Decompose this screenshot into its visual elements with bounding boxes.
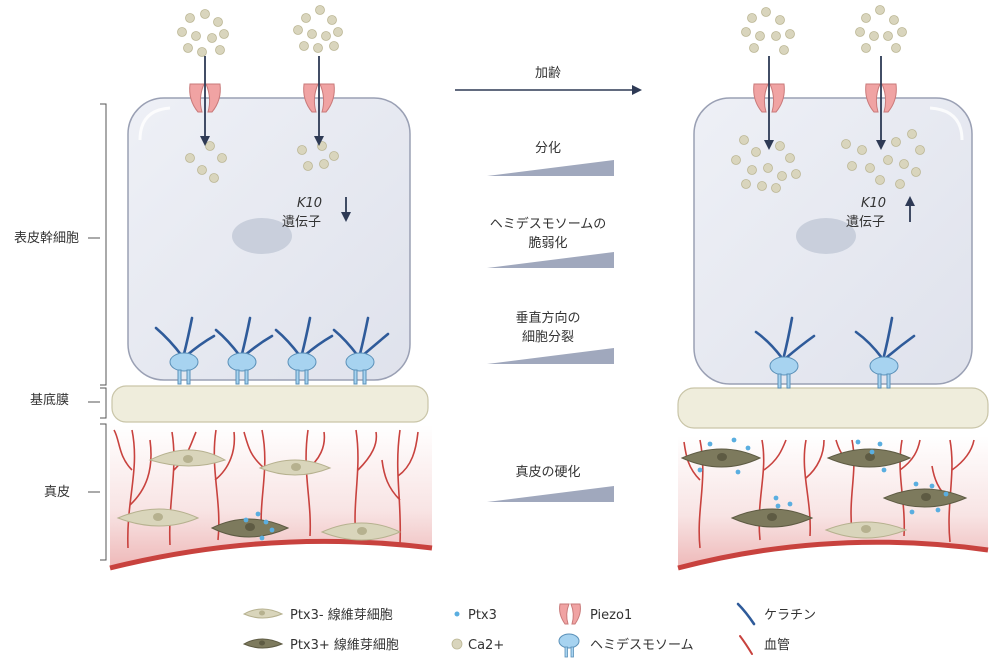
left-panel: K10 遺伝子	[109, 5, 433, 571]
fibroblast-pos	[730, 508, 814, 528]
keratin-right	[754, 316, 916, 360]
keratin-left	[154, 316, 390, 358]
gene-k10-left: K10	[297, 196, 322, 211]
fibroblast-neg	[320, 522, 402, 541]
legend-keratin: ケラチン	[736, 602, 816, 626]
fibroblast-neg	[148, 449, 227, 467]
influx-arrows-left	[200, 56, 324, 146]
legend-ptx3-label: Ptx3	[468, 608, 497, 623]
piezo1-channel	[865, 83, 897, 113]
gene-k10-right: K10	[861, 196, 886, 211]
cell-highlight	[138, 106, 171, 141]
fibroblast-neg	[824, 521, 908, 539]
legend-piezo1-label: Piezo1	[590, 608, 632, 623]
fibroblasts-right	[680, 437, 968, 539]
change-division-line2: 細胞分裂	[522, 330, 574, 345]
bracket-dermis	[88, 423, 107, 561]
legend-ptx3-pos: Ptx3+ 線維芽細胞	[242, 637, 399, 653]
label-dermis: 真皮	[44, 485, 70, 500]
legend-vessel-label: 血管	[764, 638, 790, 653]
change-hemidesmosome-line2: 脆弱化	[528, 235, 567, 251]
change-hemidesmosome-line1: ヘミデスモソームの	[490, 216, 607, 232]
label-epidermal-stem-cell: 表皮幹細胞	[14, 230, 79, 246]
right-panel: K10 遺伝子	[677, 5, 989, 571]
vessel-bottom-right	[677, 539, 989, 571]
change-division-line1: 垂直方向の	[515, 310, 580, 326]
piezo1-channel	[753, 83, 785, 113]
piezo1-left	[189, 83, 335, 113]
legend-ca2: Ca2+	[451, 638, 504, 653]
gene-suffix-right: 遺伝子	[846, 215, 885, 230]
legend-keratin-label: ケラチン	[764, 608, 816, 623]
legend-ca2-label: Ca2+	[468, 638, 504, 653]
dermis-right	[678, 436, 988, 568]
side-labels: 表皮幹細胞 基底膜 真皮	[14, 103, 107, 561]
bracket-epidermis	[88, 103, 107, 386]
fibroblast-neg	[116, 508, 200, 527]
legend-ptx3-pos-label: Ptx3+ 線維芽細胞	[290, 637, 399, 653]
change-dermis-stiffening: 真皮の硬化	[515, 465, 580, 480]
hemidesmosome	[227, 352, 257, 385]
legend-piezo1: Piezo1	[559, 603, 632, 625]
ptx3-dots-left	[243, 511, 275, 541]
legend-ptx3-neg: Ptx3- 線維芽細胞	[242, 607, 393, 623]
nucleus-right	[796, 218, 856, 254]
cell-highlight	[929, 106, 964, 141]
legend-hemidesmosome-label: ヘミデスモソーム	[590, 637, 694, 653]
hemidesmosome	[345, 352, 375, 385]
fibroblast-neg	[258, 459, 332, 476]
hemidesmosomes-left	[169, 352, 375, 385]
bracket-membrane	[88, 387, 107, 419]
hemidesmosome	[769, 356, 799, 389]
calcium-inside-right	[731, 129, 925, 193]
calcium-outside-right	[741, 5, 907, 55]
increase-wedge-4	[487, 486, 614, 502]
hemidesmosome	[287, 352, 317, 385]
ptx3-dots-right	[697, 437, 949, 515]
piezo1-channel	[189, 83, 221, 113]
label-basement-membrane: 基底膜	[30, 392, 69, 408]
piezo1-right	[753, 83, 897, 113]
legend-ptx3: Ptx3	[454, 608, 497, 623]
legend-hemidesmosome: ヘミデスモソーム	[558, 633, 694, 658]
middle-panel: 加齢 分化 ヘミデスモソームの 脆弱化 垂直方向の 細胞分裂 真皮の硬化	[455, 66, 642, 502]
basement-membrane-right	[677, 387, 989, 429]
change-differentiation: 分化	[535, 141, 561, 156]
aging-label: 加齢	[535, 66, 561, 81]
hemidesmosome	[169, 352, 199, 385]
vessel-bottom-left	[109, 538, 433, 571]
influx-arrows-right	[764, 56, 886, 150]
increase-wedge-1	[487, 160, 614, 176]
fibroblast-pos	[210, 518, 290, 538]
piezo1-channel	[303, 83, 335, 113]
nucleus-left	[232, 218, 292, 254]
increase-wedge-3	[487, 348, 614, 364]
calcium-outside-left	[177, 5, 343, 57]
basement-membrane-left	[111, 385, 429, 423]
hemidesmosome	[869, 356, 899, 389]
dermis-left	[110, 425, 432, 568]
fibroblast-pos	[680, 448, 762, 468]
legend: Ptx3- 線維芽細胞 Ptx3+ 線維芽細胞 Ptx3 Ca2+ Piezo1…	[242, 602, 816, 658]
increase-wedge-2	[487, 252, 614, 268]
legend-ptx3-neg-label: Ptx3- 線維芽細胞	[290, 607, 393, 623]
hemidesmosomes-right	[769, 356, 899, 389]
gene-suffix-left: 遺伝子	[282, 215, 321, 230]
fibroblasts-left	[116, 449, 402, 541]
fibroblast-pos	[826, 448, 912, 468]
legend-vessel: 血管	[739, 635, 790, 655]
